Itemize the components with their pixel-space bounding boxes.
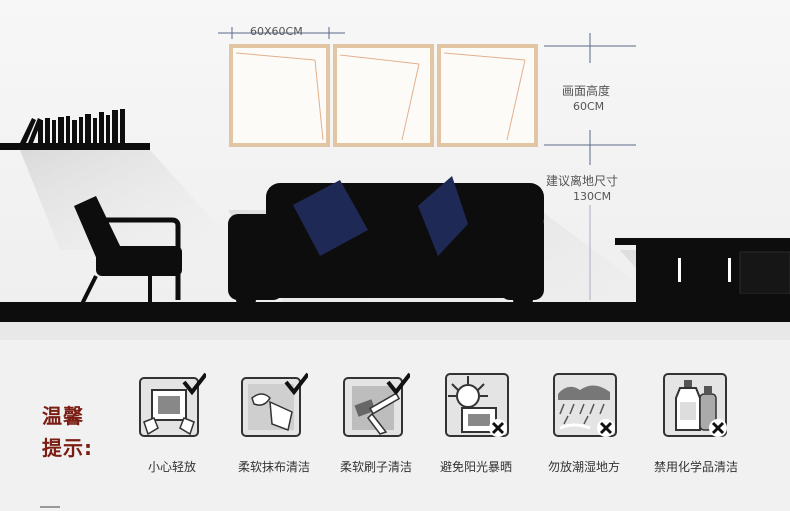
floor-distance-title: 建议离地尺寸 xyxy=(546,174,619,188)
canvas-frame-3 xyxy=(437,44,538,147)
room-scene xyxy=(0,0,790,340)
armchair xyxy=(74,196,182,305)
bookshelf xyxy=(0,109,150,150)
tip-avoid-sunlight: 避免阳光暴晒 xyxy=(430,372,522,475)
cross-mark xyxy=(599,421,613,435)
rain-icon xyxy=(553,373,617,437)
brush-icon xyxy=(343,372,412,437)
tip-avoid-damp: 勿放潮湿地方 xyxy=(538,372,630,475)
check-mark xyxy=(386,372,412,396)
tip-label: 勿放潮湿地方 xyxy=(547,460,620,474)
width-label: 60X60CM xyxy=(250,25,303,38)
tip-handle-gently: 小心轻放 xyxy=(126,372,218,475)
tv-cabinet xyxy=(615,238,790,302)
height-dimension-line xyxy=(544,33,636,300)
height-title: 画面高度 xyxy=(562,84,611,98)
floor-distance-value: 130CM xyxy=(573,190,612,203)
canvas-frame-2 xyxy=(333,44,434,147)
width-dimension-line xyxy=(218,27,345,39)
sofa xyxy=(228,183,544,305)
sun-icon xyxy=(445,373,509,437)
canvas-frame-1 xyxy=(229,44,330,147)
tip-soft-cloth: 柔软抹布清洁 xyxy=(228,372,320,475)
cross-mark xyxy=(711,421,725,435)
tips-title-line2: 提示: xyxy=(42,436,93,460)
pillow-left xyxy=(293,180,368,256)
check-mark xyxy=(284,372,310,396)
pillow-right xyxy=(418,176,468,256)
tips-title-line1: 温馨 xyxy=(42,404,84,428)
cross-mark xyxy=(491,421,505,435)
chemical-bottle-icon xyxy=(663,373,727,437)
tip-label: 柔软刷子清洁 xyxy=(339,460,412,474)
tips-title: 温馨 提示: xyxy=(42,400,93,464)
tip-label: 避免阳光暴晒 xyxy=(439,460,512,474)
hands-frame-icon xyxy=(139,372,208,437)
check-mark xyxy=(182,372,208,396)
floor xyxy=(0,302,790,322)
tip-label: 小心轻放 xyxy=(147,460,196,474)
bottom-divider xyxy=(40,506,60,508)
tip-no-chemicals: 禁用化学品清洁 xyxy=(650,372,742,475)
tip-label: 禁用化学品清洁 xyxy=(653,460,738,474)
cloth-wipe-icon xyxy=(241,372,310,437)
tip-soft-brush: 柔软刷子清洁 xyxy=(330,372,422,475)
shelf-shadow xyxy=(20,150,240,250)
tip-label: 柔软抹布清洁 xyxy=(237,460,310,474)
height-value: 60CM xyxy=(573,100,605,113)
